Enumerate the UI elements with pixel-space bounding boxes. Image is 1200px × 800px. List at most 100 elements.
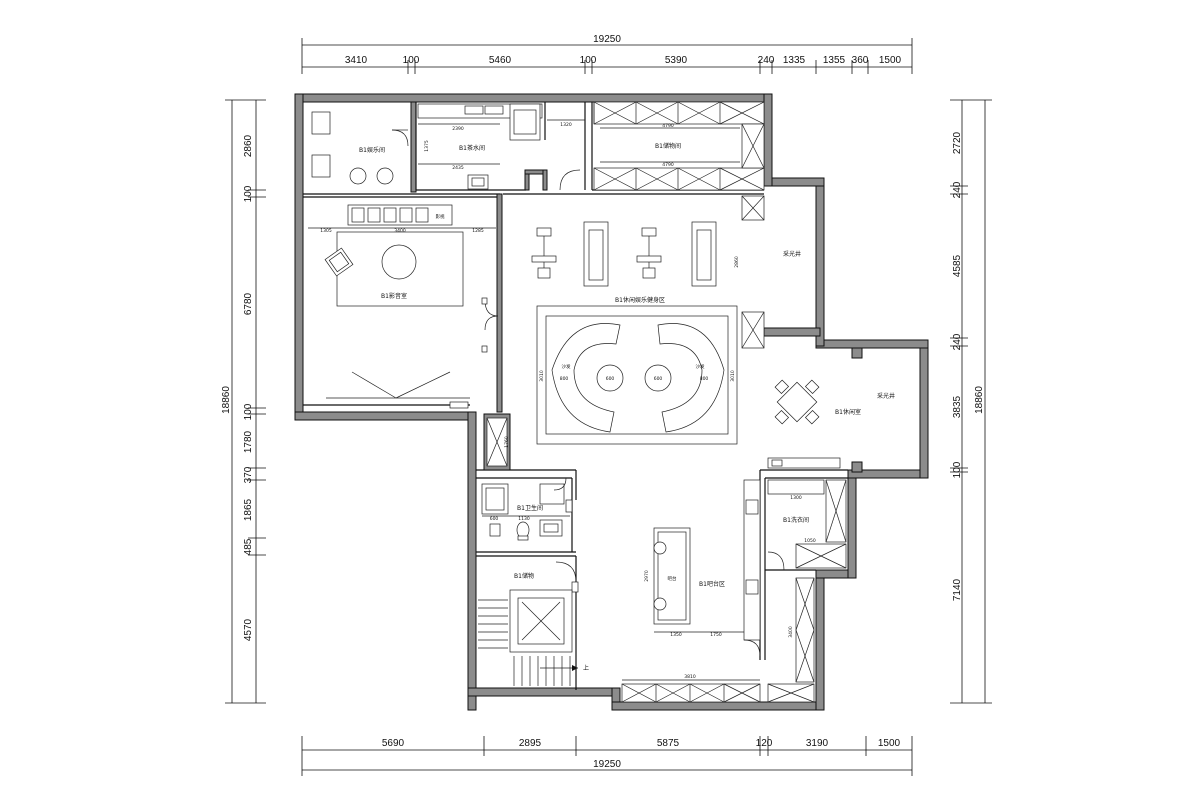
treadmill-1: [583, 221, 609, 287]
top-dim-1: 3410: [345, 55, 368, 66]
bar-counter-label: 吧台: [668, 575, 677, 582]
bottom-dim-1: 5690: [382, 738, 405, 749]
room-label-theater: B1影音室: [381, 292, 407, 300]
left-dim-6: 370: [243, 466, 254, 483]
room-label-fitness: B1休闲娱乐健身区: [615, 296, 665, 304]
right-dim-7: 7140: [952, 578, 963, 601]
tea-dim-1375: 1375: [424, 140, 430, 152]
treadmill-2: [691, 221, 717, 287]
bottom-total-dimension: 19250: [593, 759, 621, 770]
top-dim-6: 240: [758, 55, 775, 66]
room-label-light-well-1: 采光井: [783, 250, 801, 258]
storage-dim-4790b: 4790: [662, 162, 674, 168]
left-dim-8: 485: [243, 538, 254, 555]
top-dim-7: 1335: [783, 55, 806, 66]
lounge-dim-3010a: 3010: [539, 370, 545, 382]
right-dimension-chain: 2720 240 4585 240 3835 100 7140 18860: [950, 99, 992, 704]
top-dim-5: 5390: [665, 55, 688, 66]
top-dimension-chain: 19250 3410 100 5460 100 5390 240 1335 13…: [301, 34, 913, 74]
bottom-dimension-chain: 5690 2895 5875 120 3190 1500 19250: [301, 736, 913, 776]
corridor-cabinets: 1760: [483, 413, 511, 471]
theater-dim-1305: 1305: [320, 228, 332, 234]
lounge-dim-800a: 800: [560, 376, 569, 382]
right-dim-2: 240: [952, 181, 963, 198]
bottom-dim-3: 5875: [657, 738, 680, 749]
bar-dim-3810: 3810: [684, 674, 696, 680]
bar-area: 吧台 2970 1350 1750 B1吧台区 3810: [621, 479, 761, 703]
lounge-dim-3010b: 3010: [730, 370, 736, 382]
left-dim-4: 100: [243, 403, 254, 420]
right-total-dimension: 18860: [974, 386, 985, 414]
dining-room: B1休闲室 采光井: [767, 347, 895, 473]
tea-dim-2435: 2435: [452, 165, 464, 171]
laundry-room: 1300 B1洗衣间 1050 3400: [767, 479, 847, 703]
top-dim-9: 360: [852, 55, 869, 66]
lounge-dim-600b: 600: [654, 376, 663, 382]
theater-tv-label: 影视: [436, 213, 445, 220]
right-dim-3: 4585: [952, 254, 963, 277]
bath-dim-600: 600: [490, 516, 499, 522]
tea-room: 2390 B1茶水间 2435 1375 1320: [417, 103, 585, 191]
lounge-sofa-left-label: 沙发: [562, 363, 571, 370]
bath-dim-1130: 1130: [518, 516, 530, 522]
fitness-lounge: B1休闲娱乐健身区 2860 沙发 沙发 800 600 600 800 301…: [531, 221, 740, 445]
bottom-dim-2: 2895: [519, 738, 542, 749]
bar-dim-1350: 1350: [670, 632, 682, 638]
tea-dim-2390: 2390: [452, 126, 464, 132]
right-dim-4: 240: [952, 333, 963, 350]
left-dim-1: 2860: [243, 134, 254, 157]
lounge-dim-600a: 600: [606, 376, 615, 382]
top-dim-4: 100: [580, 55, 597, 66]
stair-elevator: 上: [478, 589, 589, 686]
light-well-top: 采光井: [783, 250, 801, 258]
left-dim-2: 100: [243, 185, 254, 202]
right-dim-5: 3835: [952, 395, 963, 418]
top-dim-2: 100: [403, 55, 420, 66]
bar-dim-2970: 2970: [644, 570, 650, 582]
right-dim-6: 100: [952, 461, 963, 478]
tea-dim-1320: 1320: [560, 122, 572, 128]
top-total-dimension: 19250: [593, 34, 621, 45]
bar-dim-1750: 1750: [710, 632, 722, 638]
corridor-dim-1760: 1760: [504, 436, 510, 448]
top-dim-3: 5460: [489, 55, 512, 66]
stair-up-label: 上: [583, 664, 589, 672]
room-label-storage: B1储物间: [655, 142, 681, 150]
left-dim-5: 1780: [243, 430, 254, 453]
laundry-dim-3400: 3400: [788, 626, 794, 638]
room-label-dining: B1休闲室: [835, 408, 861, 416]
room-label-entertainment: B1娱乐间: [359, 146, 385, 154]
bathroom: B1卫生间 600 1130: [481, 477, 573, 541]
room-label-tea-room: B1茶水间: [459, 144, 485, 152]
room-label-laundry: B1洗衣间: [783, 516, 809, 524]
left-dimension-chain: 18860 2860 100 6780 100 1780 370 1865 48…: [221, 99, 266, 704]
lounge-sofa-right-label: 沙发: [696, 363, 705, 370]
theater-dim-1285: 1285: [472, 228, 484, 234]
theater-dim-3400: 3400: [394, 228, 406, 234]
storage-small: B1储物: [514, 561, 579, 593]
storage-dim-4790a: 4790: [662, 123, 674, 129]
right-dim-1: 2720: [952, 131, 963, 154]
storage-room: 4790 4790 B1储物间: [593, 101, 765, 349]
exercise-bike-2: [636, 227, 662, 279]
theater-room: 影视 1305 3400 1285 B1影音室: [308, 204, 499, 409]
bottom-dim-6: 1500: [878, 738, 901, 749]
entertainment-room: B1娱乐间: [311, 111, 409, 185]
top-dim-10: 1500: [879, 55, 902, 66]
room-label-bathroom: B1卫生间: [517, 504, 543, 512]
gym-dim-2860: 2860: [734, 256, 740, 268]
bottom-dim-4: 120: [756, 738, 773, 749]
room-label-light-well-2: 采光井: [877, 392, 895, 400]
bottom-dim-5: 3190: [806, 738, 829, 749]
left-dim-7: 1865: [243, 498, 254, 521]
left-dim-9: 4570: [243, 618, 254, 641]
lounge-dim-800b: 800: [700, 376, 709, 382]
left-dim-3: 6780: [243, 292, 254, 315]
laundry-dim-1050: 1050: [804, 538, 816, 544]
laundry-dim-1300: 1300: [790, 495, 802, 501]
room-label-storage-small: B1储物: [514, 572, 534, 580]
top-dim-8: 1355: [823, 55, 846, 66]
left-total-dimension: 18860: [221, 386, 232, 414]
room-label-bar: B1吧台区: [699, 580, 725, 588]
